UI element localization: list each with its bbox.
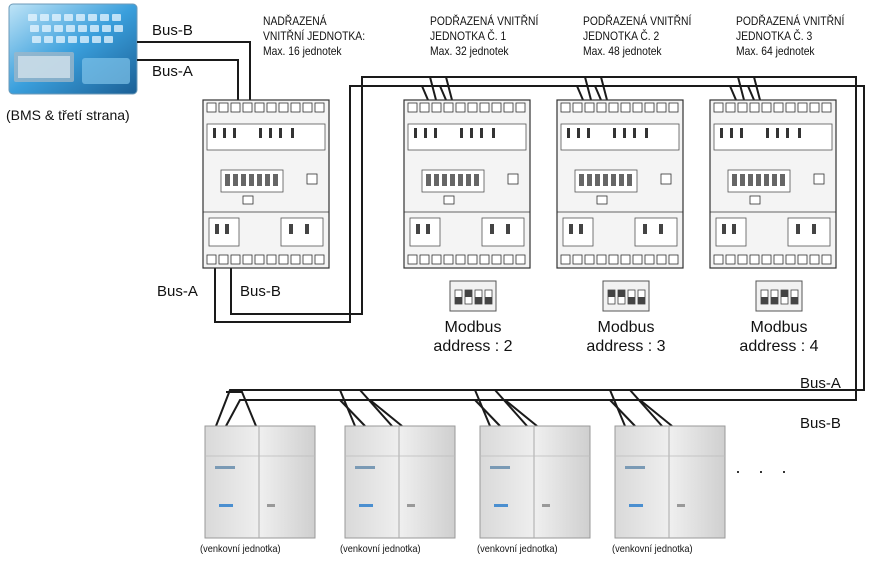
- dip-switch-icon: [602, 280, 650, 312]
- bus-wires: [137, 41, 865, 427]
- more-units-ellipsis: · · ·: [735, 461, 793, 481]
- outdoor-unit-icon: [344, 425, 456, 539]
- slave-module-1: [403, 99, 531, 269]
- gateway-modules: [202, 99, 837, 269]
- modbus-line: address : 3: [586, 338, 666, 355]
- modbus-line: Modbus: [597, 319, 655, 336]
- outdoor-unit-icon: [204, 425, 316, 539]
- modbus-address-label: Modbus address : 4: [719, 318, 839, 356]
- heading-line: Max. 16 jednotek: [263, 44, 342, 58]
- outdoor-unit-caption: (venkovní jednotka): [340, 543, 421, 555]
- modbus-line: Modbus: [444, 319, 502, 336]
- outdoor-unit-caption: (venkovní jednotka): [477, 543, 558, 555]
- slave-gateway-1-heading: PODŘAZENÁ VNITŘNÍ JEDNOTKA Č. 1 Max. 32 …: [430, 14, 538, 59]
- outdoor-units: [204, 425, 726, 539]
- modbus-line: address : 4: [739, 338, 819, 355]
- bus-a-label: Bus-A: [152, 63, 193, 80]
- master-module: [202, 99, 330, 269]
- master-gateway-heading: NADŘAZENÁ VNITŘNÍ JEDNOTKA: Max. 16 jedn…: [263, 14, 365, 59]
- bus-a-label: Bus-A: [157, 283, 198, 300]
- slave-module-3: [709, 99, 837, 269]
- outdoor-unit-icon: [479, 425, 591, 539]
- modbus-address-label: Modbus address : 2: [413, 318, 533, 356]
- heading-line: NADŘAZENÁ: [263, 14, 327, 28]
- heading-line: Max. 64 jednotek: [736, 44, 815, 58]
- dip-switch-icons: [449, 280, 803, 312]
- bus-b-label: Bus-B: [152, 22, 193, 39]
- heading-line: PODŘAZENÁ VNITŘNÍ: [430, 14, 539, 28]
- slave-gateway-2-heading: PODŘAZENÁ VNITŘNÍ JEDNOTKA Č. 2 Max. 48 …: [583, 14, 691, 59]
- outdoor-unit-icon: [614, 425, 726, 539]
- modbus-line: address : 2: [433, 338, 513, 355]
- heading-line: Max. 48 jednotek: [583, 44, 662, 58]
- outdoor-unit-caption: (venkovní jednotka): [200, 543, 281, 555]
- bus-b-label: Bus-B: [800, 415, 841, 432]
- heading-line: JEDNOTKA Č. 2: [583, 29, 660, 43]
- dip-switch-icon: [449, 280, 497, 312]
- heading-line: Max. 32 jednotek: [430, 44, 509, 58]
- heading-line: JEDNOTKA Č. 1: [430, 29, 507, 43]
- heading-line: PODŘAZENÁ VNITŘNÍ: [583, 14, 692, 28]
- heading-line: VNITŘNÍ JEDNOTKA:: [263, 29, 366, 43]
- heading-line: JEDNOTKA Č. 3: [736, 29, 813, 43]
- dip-switch-icon: [755, 280, 803, 312]
- bus-b-label: Bus-B: [240, 283, 281, 300]
- modbus-line: Modbus: [750, 319, 808, 336]
- slave-gateway-3-heading: PODŘAZENÁ VNITŘNÍ JEDNOTKA Č. 3 Max. 64 …: [736, 14, 844, 59]
- bus-a-label: Bus-A: [800, 375, 841, 392]
- bms-caption: (BMS & třetí strana): [6, 107, 130, 123]
- heading-line: PODŘAZENÁ VNITŘNÍ: [736, 14, 845, 28]
- bms-computer-icon: [8, 3, 138, 95]
- slave-module-2: [556, 99, 684, 269]
- modbus-address-label: Modbus address : 3: [566, 318, 686, 356]
- outdoor-unit-caption: (venkovní jednotka): [612, 543, 693, 555]
